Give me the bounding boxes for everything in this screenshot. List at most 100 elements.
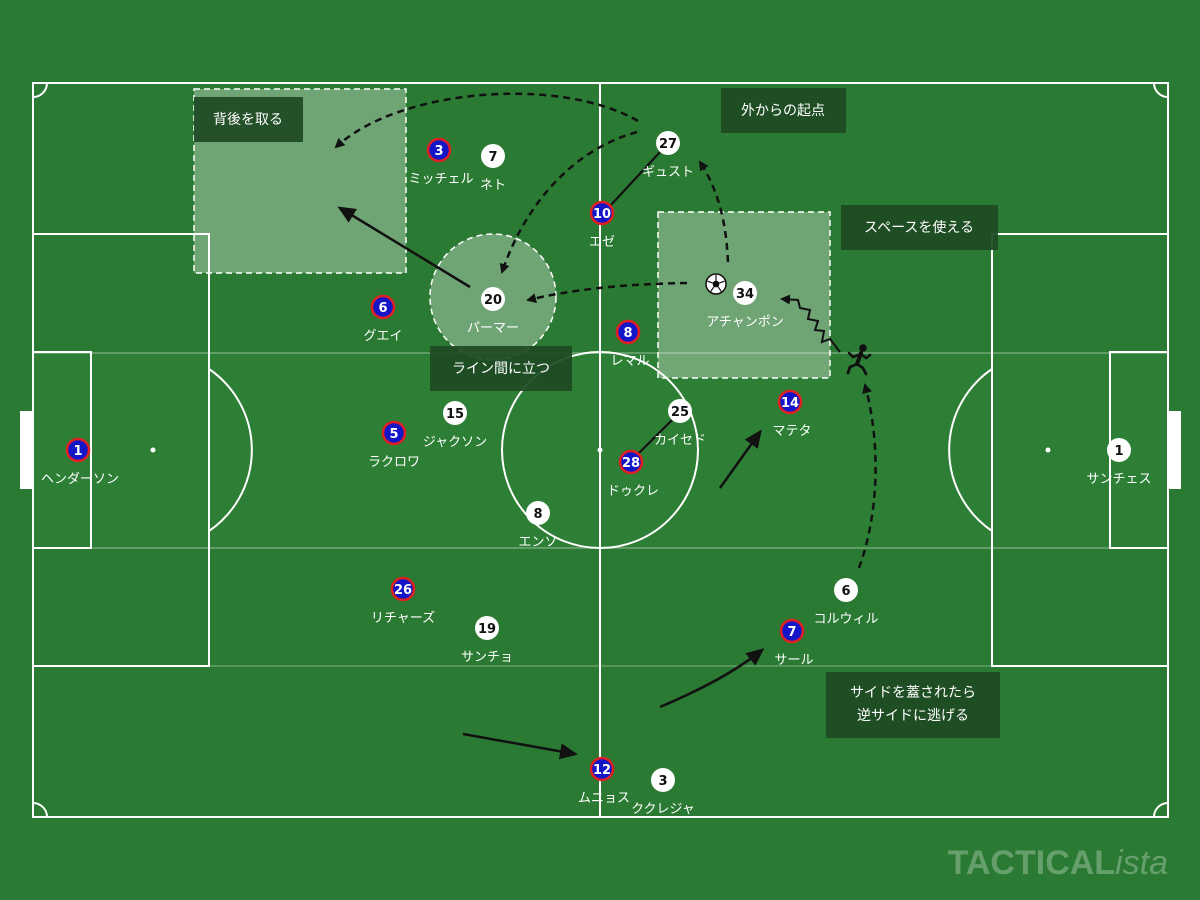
player-name: エゼ bbox=[589, 235, 615, 250]
arrow-solid bbox=[337, 206, 471, 289]
player-number: 8 bbox=[623, 326, 632, 341]
player-name: サンチェス bbox=[1086, 472, 1151, 487]
player-name: カイセド bbox=[654, 433, 706, 448]
annotation-text: 背後を取る bbox=[213, 112, 283, 128]
player-number: 25 bbox=[671, 405, 689, 420]
left-penalty-spot bbox=[150, 447, 156, 453]
arrow-solid bbox=[718, 429, 762, 489]
arrow-solid bbox=[462, 732, 578, 760]
player-home: 25 カイセド bbox=[654, 399, 706, 448]
arrow-dashed bbox=[499, 130, 638, 274]
arrow-solid bbox=[659, 648, 765, 709]
player-name: サンチョ bbox=[461, 650, 513, 665]
player-away: 14 マテタ bbox=[772, 389, 812, 439]
player-number: 7 bbox=[787, 625, 796, 640]
player-name: ドゥクレ bbox=[607, 484, 659, 499]
player-home: 20 パーマー bbox=[467, 287, 519, 336]
player-name: エンソ bbox=[518, 535, 557, 550]
left-goal bbox=[20, 411, 33, 489]
annotation-text: 逆サイドに逃げる bbox=[857, 708, 969, 724]
player-number: 19 bbox=[478, 622, 496, 637]
player-number: 5 bbox=[389, 427, 398, 442]
annotation-space: スペースを使える bbox=[841, 205, 998, 250]
players-layer: 1 ヘンダーソン 3 ミッチェル 6 グエイ 5 ラクロワ 26 リチャーズ 1… bbox=[41, 131, 1152, 817]
player-name: ギュスト bbox=[642, 165, 694, 180]
player-name: ヘンダーソン bbox=[41, 472, 119, 487]
player-away: 8 レマル bbox=[610, 319, 650, 369]
player-away: 7 サール bbox=[774, 618, 814, 668]
player-name: ラクロワ bbox=[368, 455, 420, 470]
arrow-dashed bbox=[526, 281, 688, 304]
player-home: 3 ククレジャ bbox=[631, 768, 695, 817]
player-home: 15 ジャクソン bbox=[423, 401, 487, 450]
player-name: グエイ bbox=[363, 329, 402, 344]
player-number: 20 bbox=[484, 293, 502, 308]
pass-line bbox=[609, 151, 661, 207]
player-name: ミッチェル bbox=[408, 172, 473, 187]
right-goal bbox=[1168, 411, 1181, 489]
annotation-outside-pivot: 外からの起点 bbox=[721, 88, 846, 133]
player-number: 1 bbox=[73, 444, 82, 459]
player-number: 7 bbox=[488, 150, 497, 165]
annotation-behind: 背後を取る bbox=[194, 97, 303, 142]
player-name: アチャンポン bbox=[706, 315, 784, 330]
player-number: 6 bbox=[841, 584, 850, 599]
right-penalty-spot bbox=[1045, 447, 1051, 453]
player-away: 3 ミッチェル bbox=[408, 137, 474, 187]
arrow-wavy bbox=[780, 294, 841, 353]
player-away: 26 リチャーズ bbox=[371, 576, 435, 626]
player-away: 1 ヘンダーソン bbox=[41, 437, 119, 487]
player-number: 34 bbox=[736, 287, 754, 302]
watermark-main: TACTICAL bbox=[948, 844, 1115, 882]
annotation-text: スペースを使える bbox=[864, 219, 974, 236]
player-name: リチャーズ bbox=[371, 610, 435, 626]
player-home: 6 コルウィル bbox=[813, 578, 879, 627]
player-number: 26 bbox=[394, 583, 412, 598]
player-number: 14 bbox=[781, 396, 799, 411]
player-number: 3 bbox=[434, 144, 443, 159]
player-name: レマル bbox=[610, 354, 649, 369]
player-name: マテタ bbox=[772, 424, 811, 439]
player-away: 28 ドゥクレ bbox=[607, 449, 659, 499]
player-name: ククレジャ bbox=[631, 802, 695, 817]
player-home: 8 エンソ bbox=[518, 501, 558, 550]
player-number: 1 bbox=[1114, 444, 1123, 459]
player-number: 6 bbox=[378, 301, 387, 316]
player-home: 27 ギュスト bbox=[642, 131, 694, 180]
player-away: 12 ムニョス bbox=[578, 756, 630, 806]
player-name: サール bbox=[774, 653, 813, 668]
pass-line bbox=[635, 419, 673, 457]
player-number: 8 bbox=[533, 507, 542, 522]
soccer-ball-icon bbox=[705, 273, 727, 295]
watermark: TACTICALista bbox=[948, 844, 1168, 882]
player-number: 10 bbox=[593, 207, 611, 222]
annotation-text: サイドを蓋されたら bbox=[850, 685, 976, 701]
player-away: 10 エゼ bbox=[589, 200, 615, 250]
player-name: ネト bbox=[480, 178, 506, 193]
arrow-dashed bbox=[698, 160, 730, 263]
player-home: 19 サンチョ bbox=[461, 616, 513, 665]
player-number: 27 bbox=[659, 137, 677, 152]
annotation-between-lines: ライン間に立つ bbox=[430, 346, 572, 391]
annotation-switch-side: サイドを蓋されたら 逆サイドに逃げる bbox=[826, 672, 1000, 738]
annotation-text: 外からの起点 bbox=[741, 103, 825, 119]
annotation-text: ライン間に立つ bbox=[452, 361, 550, 377]
player-home: 7 ネト bbox=[480, 144, 506, 193]
player-number: 3 bbox=[658, 774, 667, 789]
running-player-icon bbox=[846, 344, 872, 376]
player-number: 12 bbox=[593, 763, 611, 778]
player-name: コルウィル bbox=[813, 612, 878, 627]
player-away: 5 ラクロワ bbox=[368, 420, 420, 470]
movement-arrows bbox=[334, 92, 877, 760]
player-number: 28 bbox=[622, 456, 640, 471]
arrow-dashed bbox=[334, 92, 639, 149]
player-name: ジャクソン bbox=[423, 435, 487, 450]
player-away: 6 グエイ bbox=[363, 294, 403, 344]
player-name: ムニョス bbox=[578, 791, 630, 806]
player-number: 15 bbox=[446, 407, 464, 422]
watermark-accent: ista bbox=[1115, 844, 1168, 882]
player-name: パーマー bbox=[467, 321, 519, 336]
player-home: 34 アチャンポン bbox=[706, 281, 784, 330]
player-home: 1 サンチェス bbox=[1086, 438, 1152, 487]
